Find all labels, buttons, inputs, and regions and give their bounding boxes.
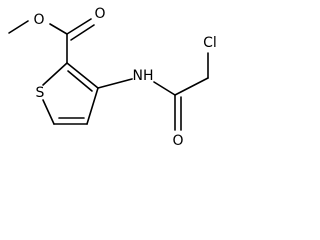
molecule-structure: O O S NH O Cl <box>8 6 217 149</box>
bond-ring-c2-s <box>42 62 68 86</box>
atom-label-ester-carbonyl-oxygen: O <box>94 6 105 22</box>
atom-label-amide-nitrogen: NH <box>133 68 154 84</box>
bond-ring-s-c5 <box>42 99 55 125</box>
bond-ester-carbonyl-double-b <box>70 24 95 41</box>
atom-label-ring-sulfur: S <box>36 85 45 101</box>
bond-ring-nitrogen <box>97 78 133 89</box>
bond-oxygen-ester-carbon <box>49 23 68 35</box>
bond-lines <box>8 18 209 131</box>
bond-ring-c3-c2 <box>66 62 99 89</box>
bond-nitrogen-amide-carbon <box>153 81 176 96</box>
bond-methyl-oxygen <box>8 20 29 34</box>
bond-amide-carbon-methylene <box>174 77 209 96</box>
atom-label-amide-oxygen: O <box>172 133 183 149</box>
bond-ester-carbonyl-double-a <box>66 18 92 35</box>
bond-ring-c4-c3 <box>86 87 99 125</box>
atom-labels: O O S NH O Cl <box>33 6 216 149</box>
bond-ring-c3-c2-inner <box>67 70 93 92</box>
atom-label-chlorine: Cl <box>203 35 217 51</box>
atom-label-ester-ether-oxygen: O <box>33 12 44 28</box>
